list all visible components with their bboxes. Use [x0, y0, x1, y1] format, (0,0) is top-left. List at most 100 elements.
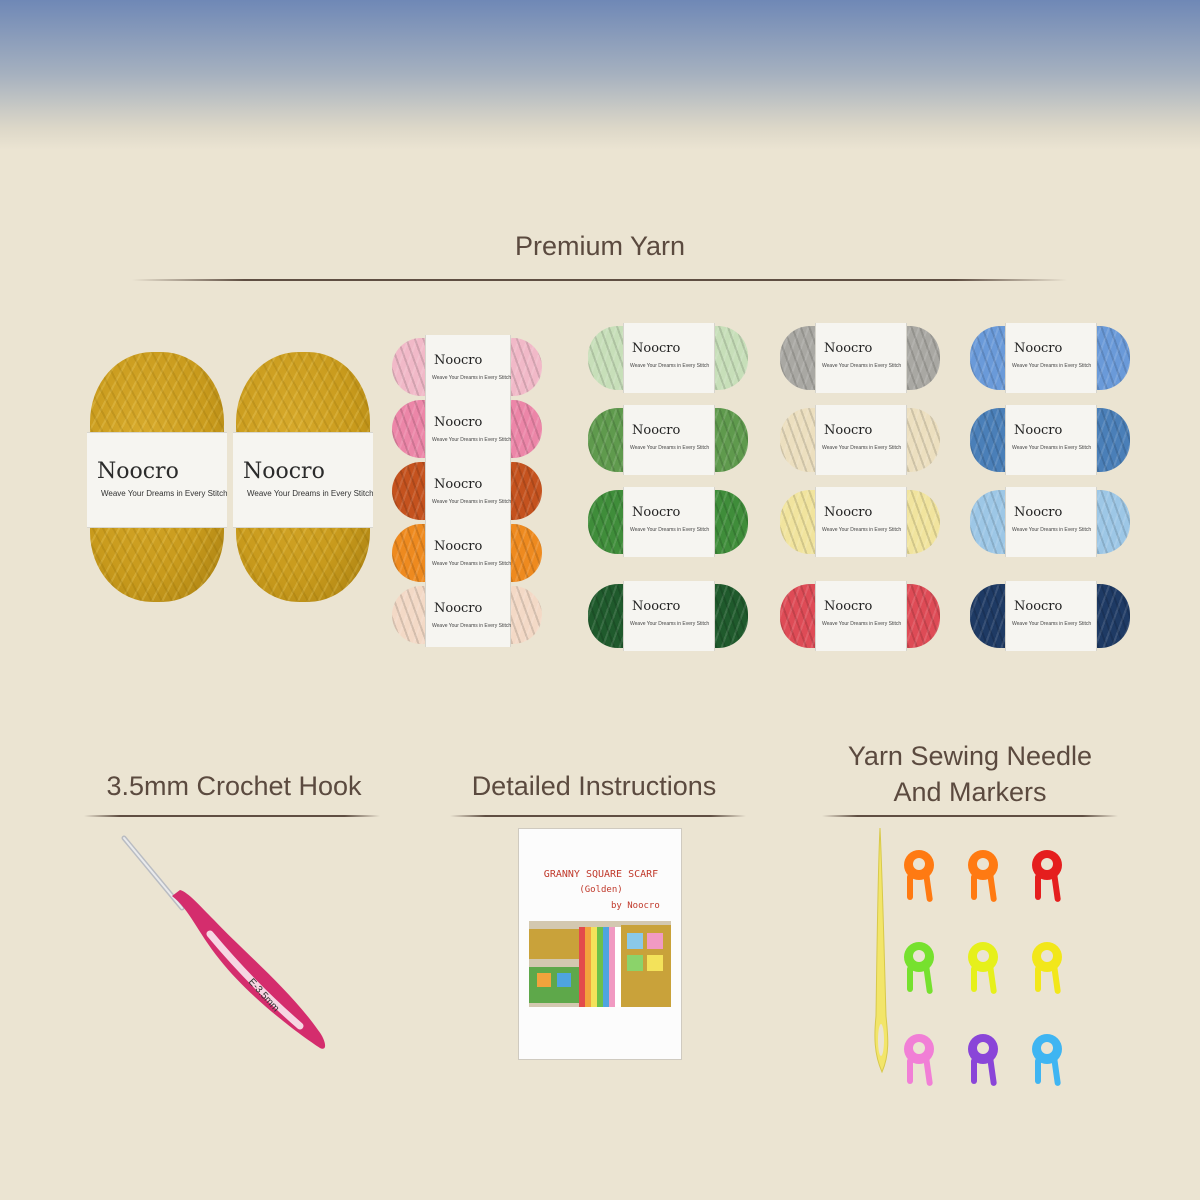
crochet-hook-heading: 3.5mm Crochet Hook: [106, 771, 362, 801]
stitch-marker: [902, 1034, 936, 1087]
marker-leg: [1035, 1058, 1041, 1084]
brand-name: Noocro: [434, 477, 483, 492]
brand-name: Noocro: [434, 601, 483, 616]
booklet-title: GRANNY SQUARE SCARF: [543, 869, 659, 880]
brand-name: Noocro: [97, 459, 179, 484]
brand-name: Noocro: [434, 539, 483, 554]
brand-tagline: Weave Your Dreams in Every Stitch: [822, 445, 902, 451]
brand-tagline: Weave Your Dreams in Every Stitch: [630, 527, 710, 533]
stitch-marker: [902, 850, 936, 903]
marker-leg: [986, 1055, 998, 1087]
brand-tagline: Weave Your Dreams in Every Stitch: [432, 375, 512, 381]
marker-leg: [1050, 871, 1062, 903]
stitch-marker: [902, 942, 936, 995]
marker-hole: [1041, 858, 1053, 870]
crochet-hook-divider: [84, 815, 380, 817]
needle-markers-heading-line1: Yarn Sewing Needle: [847, 741, 1093, 771]
brand-name: Noocro: [1014, 341, 1063, 356]
marker-hole: [977, 1042, 989, 1054]
brand-tagline: Weave Your Dreams in Every Stitch: [822, 363, 902, 369]
booklet-photo: [529, 921, 671, 1007]
marker-hole: [977, 858, 989, 870]
brand-tagline: Weave Your Dreams in Every Stitch: [247, 489, 373, 498]
booklet-by-line: by Noocro: [611, 901, 660, 911]
big-skein-label: Noocro Weave Your Dreams in Every Stitch: [233, 432, 373, 528]
marker-leg: [971, 966, 977, 992]
marker-leg: [907, 1058, 913, 1084]
brand-tagline: Weave Your Dreams in Every Stitch: [1012, 621, 1092, 627]
instruction-booklet: GRANNY SQUARE SCARF (Golden) by Noocro: [518, 828, 682, 1060]
crochet-hook: E-3.5mm: [121, 835, 326, 1049]
brand-name: Noocro: [434, 415, 483, 430]
marker-leg: [971, 1058, 977, 1084]
marker-hole: [913, 1042, 925, 1054]
brand-name: Noocro: [1014, 599, 1063, 614]
brand-name: Noocro: [632, 505, 681, 520]
stitch-marker: [966, 850, 1000, 903]
brand-tagline: Weave Your Dreams in Every Stitch: [432, 437, 512, 443]
brand-name: Noocro: [824, 341, 873, 356]
marker-leg: [986, 963, 998, 995]
brand-name: Noocro: [824, 505, 873, 520]
yarn-needle: [874, 827, 889, 1074]
brand-tagline: Weave Your Dreams in Every Stitch: [432, 499, 512, 505]
marker-leg: [1035, 874, 1041, 900]
stitch-marker: [1030, 942, 1064, 995]
booklet-subtitle: (Golden): [579, 885, 623, 895]
brand-name: Noocro: [632, 341, 681, 356]
marker-leg: [1050, 963, 1062, 995]
marker-leg: [986, 871, 998, 903]
marker-leg: [1050, 1055, 1062, 1087]
big-skein: Noocro Weave Your Dreams in Every Stitch: [87, 352, 227, 602]
marker-leg: [922, 871, 934, 903]
brand-tagline: Weave Your Dreams in Every Stitch: [630, 363, 710, 369]
brand-tagline: Weave Your Dreams in Every Stitch: [432, 561, 512, 567]
brand-name: Noocro: [632, 599, 681, 614]
marker-leg: [1035, 966, 1041, 992]
needle-markers-heading-line2: And Markers: [893, 777, 1047, 807]
brand-tagline: Weave Your Dreams in Every Stitch: [1012, 445, 1092, 451]
stitch-marker: [1030, 850, 1064, 903]
marker-leg: [922, 1055, 934, 1087]
marker-hole: [977, 950, 989, 962]
brand-tagline: Weave Your Dreams in Every Stitch: [630, 445, 710, 451]
marker-leg: [907, 966, 913, 992]
brand-tagline: Weave Your Dreams in Every Stitch: [822, 527, 902, 533]
brand-tagline: Weave Your Dreams in Every Stitch: [1012, 527, 1092, 533]
marker-leg: [907, 874, 913, 900]
hook-handle: [172, 890, 326, 1049]
marker-leg: [922, 963, 934, 995]
brand-tagline: Weave Your Dreams in Every Stitch: [630, 621, 710, 627]
brand-name: Noocro: [243, 459, 325, 484]
stitch-marker: [966, 1034, 1000, 1087]
brand-name: Noocro: [1014, 505, 1063, 520]
stitch-marker: [966, 942, 1000, 995]
stitch-marker: [1030, 1034, 1064, 1087]
big-skein: Noocro Weave Your Dreams in Every Stitch: [233, 352, 373, 602]
